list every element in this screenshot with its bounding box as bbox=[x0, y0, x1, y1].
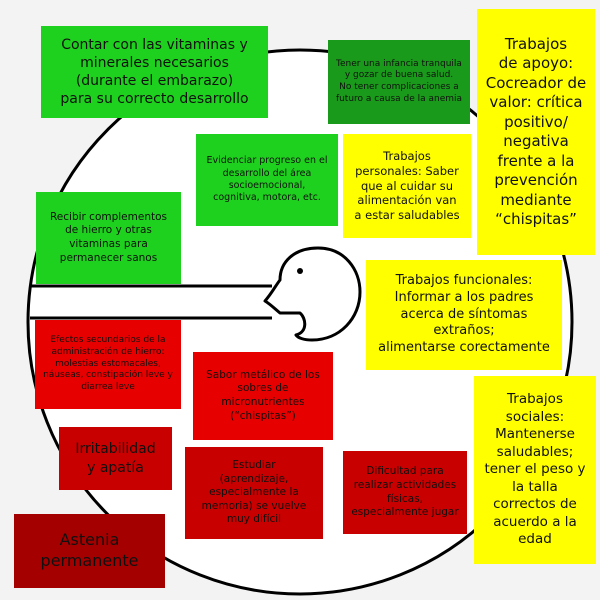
eye-icon bbox=[297, 268, 303, 274]
gain-iron-box: Recibir complementos de hierro y otras v… bbox=[36, 192, 181, 284]
job-functional-box: Trabajos funcionales: Informar a los pad… bbox=[366, 260, 562, 370]
pain-side-effects-box: Efectos secundarios de la administración… bbox=[35, 320, 181, 409]
pain-asthenia-text: Astenia permanente bbox=[40, 530, 139, 570]
job-support-text: Trabajos de apoyo: Cocreador de valor: c… bbox=[485, 34, 587, 229]
gain-childhood-text: Tener una infancia tranquila y gozar de … bbox=[335, 58, 463, 104]
job-support-box: Trabajos de apoyo: Cocreador de valor: c… bbox=[477, 9, 595, 255]
pain-asthenia-box: Astenia permanente bbox=[14, 514, 165, 588]
job-social-box: Trabajos sociales: Mantenerse saludables… bbox=[474, 376, 596, 564]
pain-irritability-box: Irritabilidad y apatía bbox=[59, 427, 172, 490]
job-personal-text: Trabajos personales: Saber que al cuidar… bbox=[354, 148, 460, 223]
customer-face-icon bbox=[263, 246, 362, 342]
pain-physical-box: Dificultad para realizar actividades fís… bbox=[343, 451, 467, 534]
gain-progress-box: Evidenciar progreso en el desarrollo del… bbox=[196, 134, 338, 226]
job-social-text: Trabajos sociales: Mantenerse saludables… bbox=[484, 391, 586, 548]
gain-childhood-box: Tener una infancia tranquila y gozar de … bbox=[328, 40, 470, 124]
job-personal-box: Trabajos personales: Saber que al cuidar… bbox=[343, 134, 471, 238]
job-functional-text: Trabajos funcionales: Informar a los pad… bbox=[378, 272, 550, 356]
gain-vitamins-text: Contar con las vitaminas y minerales nec… bbox=[60, 36, 249, 108]
pain-study-text: Estudiar (aprendizaje, especialmente la … bbox=[201, 458, 307, 526]
gain-vitamins-box: Contar con las vitaminas y minerales nec… bbox=[41, 26, 268, 118]
gain-progress-text: Evidenciar progreso en el desarrollo del… bbox=[206, 155, 328, 204]
pain-metallic-box: Sabor metálico de los sobres de micronut… bbox=[193, 352, 333, 440]
pain-irritability-text: Irritabilidad y apatía bbox=[75, 441, 156, 476]
pain-side-effects-text: Efectos secundarios de la administración… bbox=[43, 335, 173, 393]
pain-study-box: Estudiar (aprendizaje, especialmente la … bbox=[185, 447, 323, 539]
pain-physical-text: Dificultad para realizar actividades fís… bbox=[351, 465, 459, 519]
gain-iron-text: Recibir complementos de hierro y otras v… bbox=[49, 210, 168, 264]
pain-metallic-text: Sabor metálico de los sobres de micronut… bbox=[206, 368, 320, 422]
